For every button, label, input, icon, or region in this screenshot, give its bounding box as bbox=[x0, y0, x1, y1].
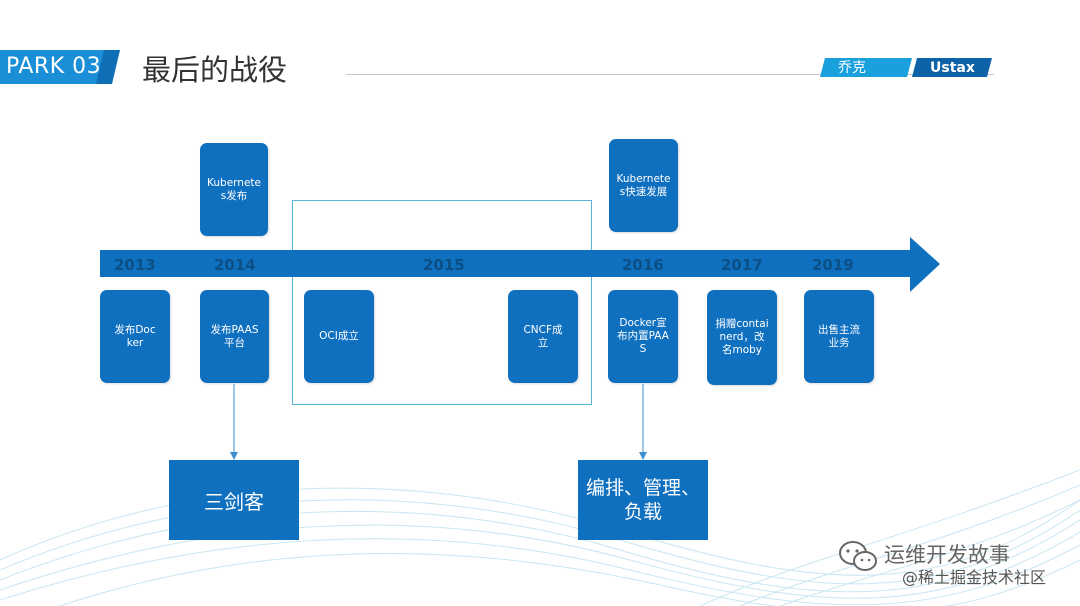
section-badge: PARK 03 bbox=[6, 54, 102, 79]
event-kubernetes-release: Kubernetes发布 bbox=[200, 143, 268, 236]
event-paas-platform: 发布PAAS平台 bbox=[200, 290, 269, 383]
timeline-arrow bbox=[100, 237, 940, 292]
year-2019: 2019 bbox=[812, 256, 854, 274]
event-kubernetes-growth: Kubernetes快速发展 bbox=[609, 139, 678, 232]
section-badge-shape bbox=[0, 50, 120, 84]
event-oci-founded: OCI成立 bbox=[304, 290, 374, 383]
era-2015-frame bbox=[292, 200, 592, 405]
event-docker-release: 发布Docker bbox=[100, 290, 170, 383]
year-2017: 2017 bbox=[721, 256, 763, 274]
header-divider bbox=[346, 74, 994, 75]
watermark-account: 运维开发故事 bbox=[884, 543, 1010, 567]
outcome-orchestration: 编排、管理、负载 bbox=[578, 460, 708, 540]
page-title: 最后的战役 bbox=[142, 53, 288, 87]
brand-name: Ustax bbox=[930, 60, 975, 76]
year-2015: 2015 bbox=[423, 256, 465, 274]
author-name: 乔克 bbox=[838, 60, 866, 76]
author-tag-shape bbox=[820, 58, 992, 77]
wechat-icon bbox=[839, 541, 877, 571]
watermark-community: @稀土掘金技术社区 bbox=[902, 568, 1047, 587]
outcome-three-musketeers: 三剑客 bbox=[169, 460, 299, 540]
event-cncf-founded: CNCF成立 bbox=[508, 290, 578, 383]
event-containerd-donation: 捐赠containerd，改名moby bbox=[707, 290, 777, 385]
event-docker-builtin-paas: Docker宣布内置PAAS bbox=[608, 290, 678, 383]
event-sell-business: 出售主流业务 bbox=[804, 290, 874, 383]
year-2016: 2016 bbox=[622, 256, 664, 274]
year-2013: 2013 bbox=[114, 256, 156, 274]
year-2014: 2014 bbox=[214, 256, 256, 274]
